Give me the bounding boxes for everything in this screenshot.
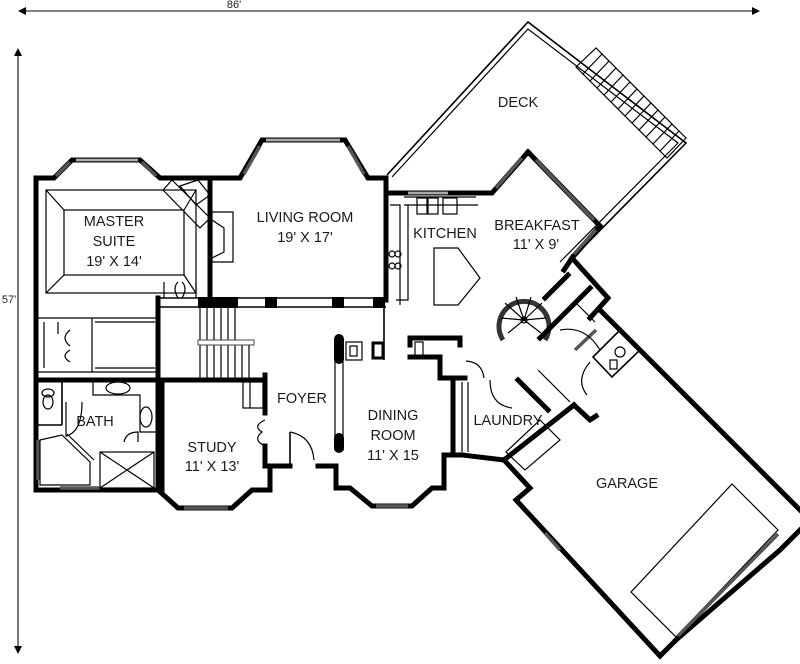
living-room: LIVING ROOM 19' X 17' [158, 210, 386, 308]
dining-room-label: DINING [368, 408, 419, 424]
study-label: STUDY [187, 440, 236, 456]
laundry: LAUNDRY [459, 360, 578, 471]
living-room-label: LIVING ROOM [257, 210, 354, 226]
study: STUDY 11' X 13' [159, 372, 268, 493]
dining-room-size: 11' X 15 [367, 448, 419, 464]
deck [386, 20, 688, 267]
windows [36, 138, 598, 510]
master-suite-label: MASTER [84, 214, 144, 230]
breakfast-label: BREAKFAST [494, 218, 580, 234]
depth-dimension-label: 57' [2, 294, 16, 306]
kitchen-label: KITCHEN [413, 226, 477, 242]
master-suite-label-2: SUITE [93, 234, 136, 250]
breakfast: BREAKFAST 11' X 9' [494, 218, 800, 514]
depth-dimension: 57' [2, 48, 22, 654]
deck-stairs [575, 47, 687, 159]
living-room-size: 19' X 17' [277, 230, 333, 246]
bath-label: BATH [76, 414, 114, 430]
deck-label: DECK [498, 95, 539, 111]
master-suite-size: 19' X 14' [86, 254, 142, 270]
bath: BATH [33, 377, 161, 493]
garage-label: GARAGE [596, 476, 658, 492]
dining-room: DINING ROOM 11' X 15 [367, 335, 469, 464]
laundry-label: LAUNDRY [473, 413, 542, 429]
width-dimension: 86' [18, 0, 760, 15]
width-dimension-label: 86' [227, 0, 241, 11]
foyer: FOYER [262, 307, 385, 469]
master-suite: MASTER SUITE 19' X 14' [45, 179, 211, 299]
study-size: 11' X 13' [185, 459, 240, 475]
foyer-label: FOYER [277, 391, 327, 407]
dining-room-label-2: ROOM [370, 428, 415, 444]
breakfast-size: 11' X 9' [513, 237, 560, 253]
stair-hall [36, 295, 268, 383]
kitchen: KITCHEN [388, 196, 481, 306]
garage: GARAGE [500, 401, 800, 660]
